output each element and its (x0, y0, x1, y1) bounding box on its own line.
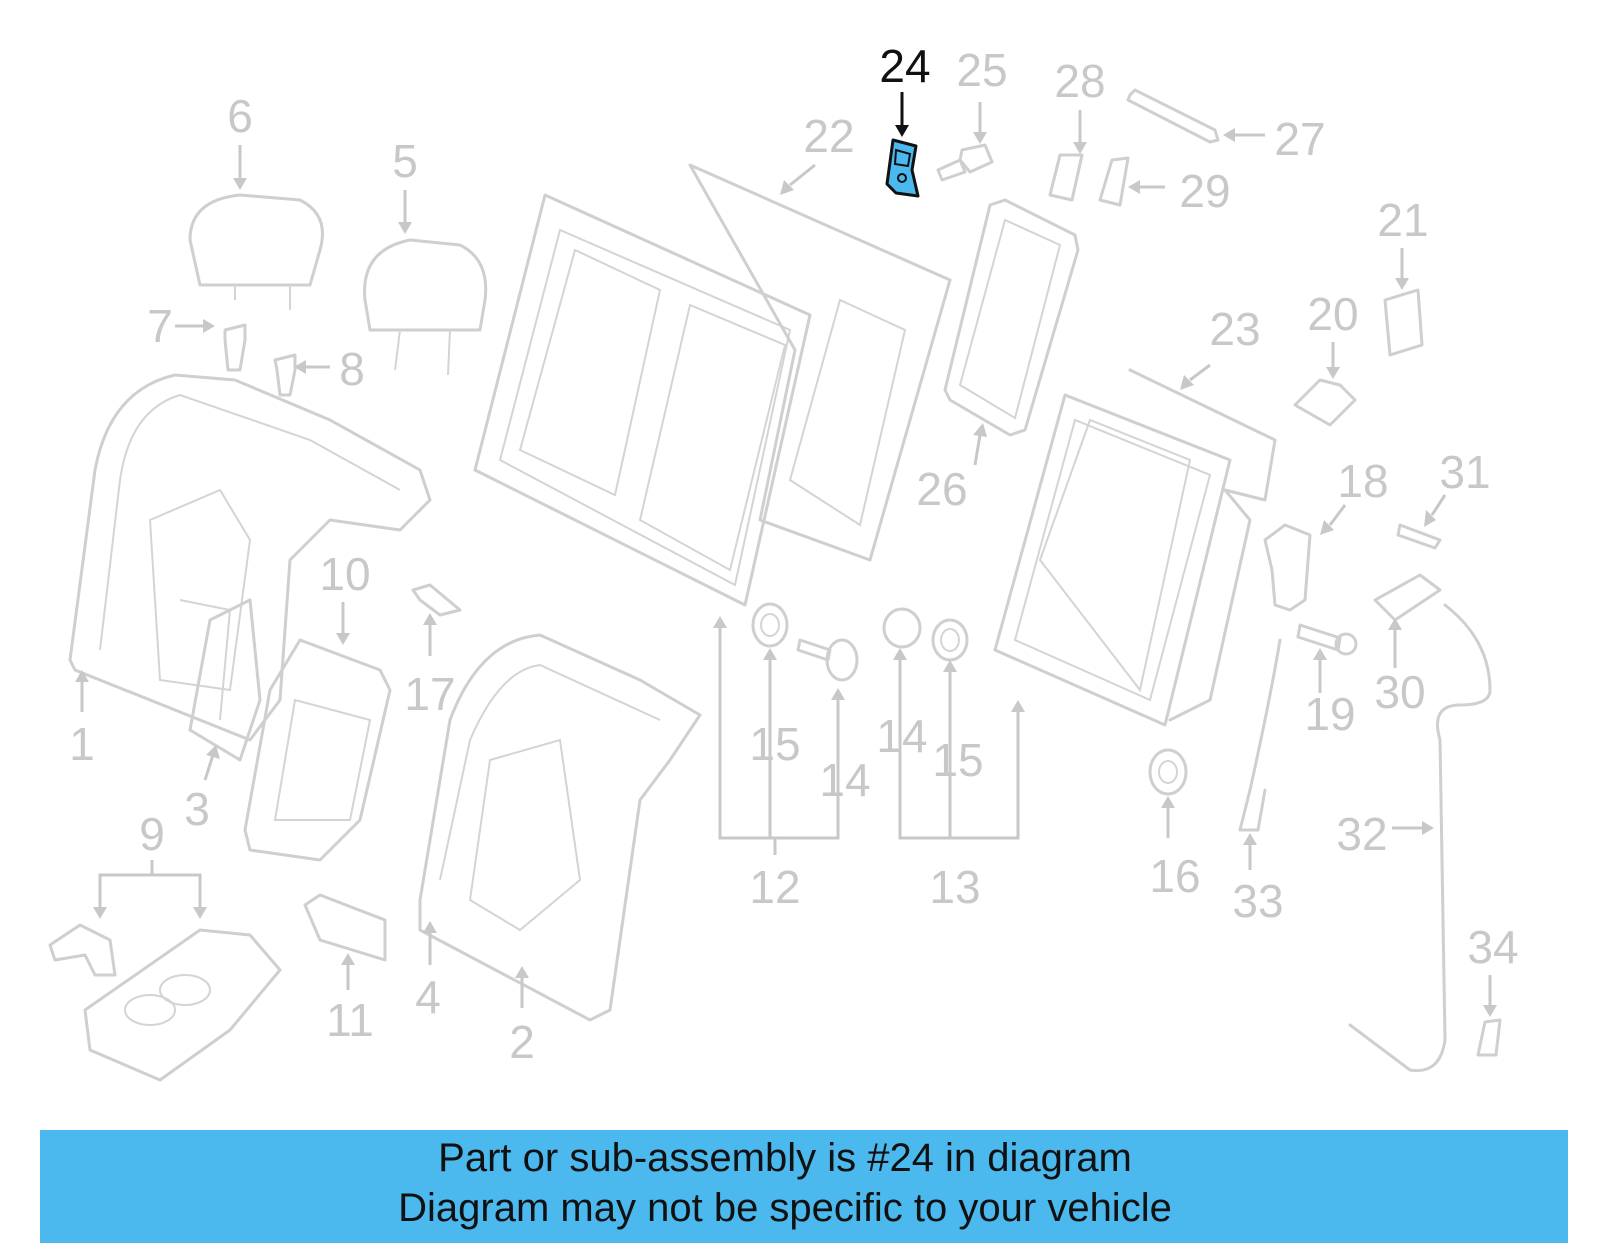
callout-10: 10 (319, 548, 370, 600)
part-1-seat-back-cover (68, 373, 432, 742)
callout-31: 31 (1439, 446, 1490, 498)
part-21-cap (1383, 288, 1424, 357)
callout-27: 27 (1274, 113, 1325, 165)
callout-21: 21 (1377, 194, 1428, 246)
callout-20: 20 (1307, 288, 1358, 340)
part-19-bolt (1296, 623, 1358, 656)
fastener-15-left (751, 602, 789, 648)
callout-22: 22 (803, 110, 854, 162)
callout-5: 5 (392, 135, 418, 187)
callout-9: 9 (139, 808, 165, 860)
fastener-14-right (882, 607, 922, 649)
part-22-seat-back-frame (473, 163, 952, 607)
callout-18: 18 (1337, 455, 1388, 507)
part-2-seat-cushion (418, 633, 702, 1022)
part-5-headrest (363, 238, 488, 376)
part-33-strap (1238, 638, 1282, 832)
part-10-armrest-frame (243, 638, 392, 862)
part-26-pad (943, 198, 1080, 437)
part-23-seat-back-frame (993, 368, 1277, 727)
part-27-rod (1126, 88, 1220, 144)
callout-23: 23 (1209, 303, 1260, 355)
part-29-trim (1098, 156, 1130, 207)
callout-8: 8 (339, 343, 365, 395)
callout-2: 2 (509, 1016, 535, 1068)
part-11-trim (303, 893, 387, 962)
callout-34: 34 (1467, 921, 1518, 973)
part-31-pin (1396, 523, 1442, 550)
part-6-headrest (188, 193, 324, 310)
part-17-clip (411, 583, 462, 617)
callout-33: 33 (1232, 875, 1283, 927)
callout-29: 29 (1179, 165, 1230, 217)
callout-15-left: 15 (749, 718, 800, 770)
part-3-side-bolster (188, 598, 262, 762)
callout-30: 30 (1374, 666, 1425, 718)
part-9-armrest (48, 923, 282, 1082)
part-30-release (1373, 573, 1442, 622)
info-banner: Part or sub-assembly is #24 in diagram D… (40, 1130, 1568, 1243)
banner-line-disclaimer: Diagram may not be specific to your vehi… (398, 1186, 1172, 1230)
part-25-bolt (936, 143, 994, 182)
callout-3: 3 (184, 783, 210, 835)
part-32-cable (1348, 603, 1492, 1073)
callout-6: 6 (227, 90, 253, 142)
callout-28: 28 (1054, 55, 1105, 107)
part-20-bezel (1293, 378, 1357, 427)
callout-4: 4 (415, 971, 441, 1023)
fastener-16 (1148, 748, 1188, 796)
callout-25: 25 (956, 44, 1007, 96)
callout-15-right: 15 (932, 734, 983, 786)
callout-13: 13 (929, 861, 980, 913)
fastener-15-right (931, 618, 969, 662)
part-8-guide (273, 353, 297, 397)
fastener-14-left (796, 638, 859, 682)
callout-1: 1 (69, 718, 95, 770)
part-34-clip (1476, 1018, 1502, 1057)
part-18-latch (1263, 523, 1312, 612)
part-24-bracket (885, 138, 920, 198)
callout-16: 16 (1149, 850, 1200, 902)
callout-12: 12 (749, 861, 800, 913)
callout-7: 7 (147, 300, 173, 352)
leader-lines (75, 92, 1497, 1017)
callout-19: 19 (1304, 688, 1355, 740)
callout-labels: 1 2 3 4 5 6 7 8 9 10 11 12 13 14 14 15 1… (69, 40, 1518, 1068)
callout-14-right: 14 (876, 710, 927, 762)
callout-14-left: 14 (819, 754, 870, 806)
callout-11: 11 (326, 994, 374, 1046)
banner-line-part-number: Part or sub-assembly is #24 in diagram (438, 1136, 1132, 1180)
callout-17: 17 (404, 668, 455, 720)
part-7-guide (223, 323, 247, 372)
callout-26: 26 (916, 463, 967, 515)
callout-24-highlighted: 24 (879, 40, 930, 92)
callout-32: 32 (1336, 808, 1387, 860)
part-28-trim (1048, 153, 1084, 202)
